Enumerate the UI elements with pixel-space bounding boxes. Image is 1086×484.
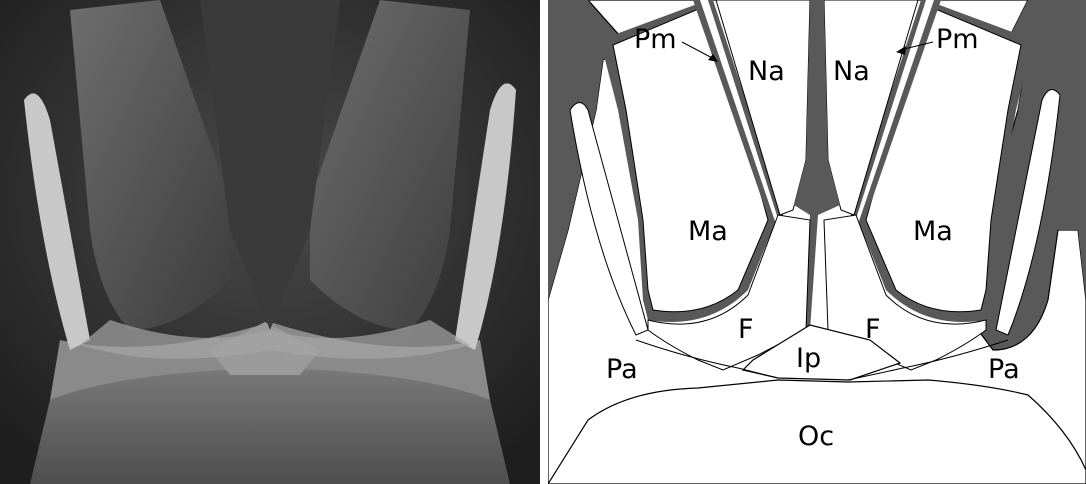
diagram-svg: Pm Pm Na Na Ma Ma F F Ip Pa Pa Oc bbox=[548, 0, 1086, 484]
label-pa-right: Pa bbox=[988, 354, 1020, 385]
skull-photograph bbox=[0, 0, 540, 484]
label-ip: Ip bbox=[796, 343, 821, 374]
label-pa-left: Pa bbox=[606, 354, 638, 385]
label-ma-right: Ma bbox=[913, 216, 953, 247]
label-na-right: Na bbox=[833, 56, 870, 87]
photo-svg bbox=[0, 0, 540, 484]
skull-diagram: Pm Pm Na Na Ma Ma F F Ip Pa Pa Oc bbox=[548, 0, 1086, 484]
label-f-right: F bbox=[865, 314, 881, 345]
label-ma-left: Ma bbox=[688, 216, 728, 247]
label-pm-left: Pm bbox=[634, 24, 677, 55]
label-pm-right: Pm bbox=[936, 24, 979, 55]
label-na-left: Na bbox=[748, 56, 785, 87]
label-f-left: F bbox=[738, 314, 754, 345]
label-oc: Oc bbox=[798, 421, 834, 452]
